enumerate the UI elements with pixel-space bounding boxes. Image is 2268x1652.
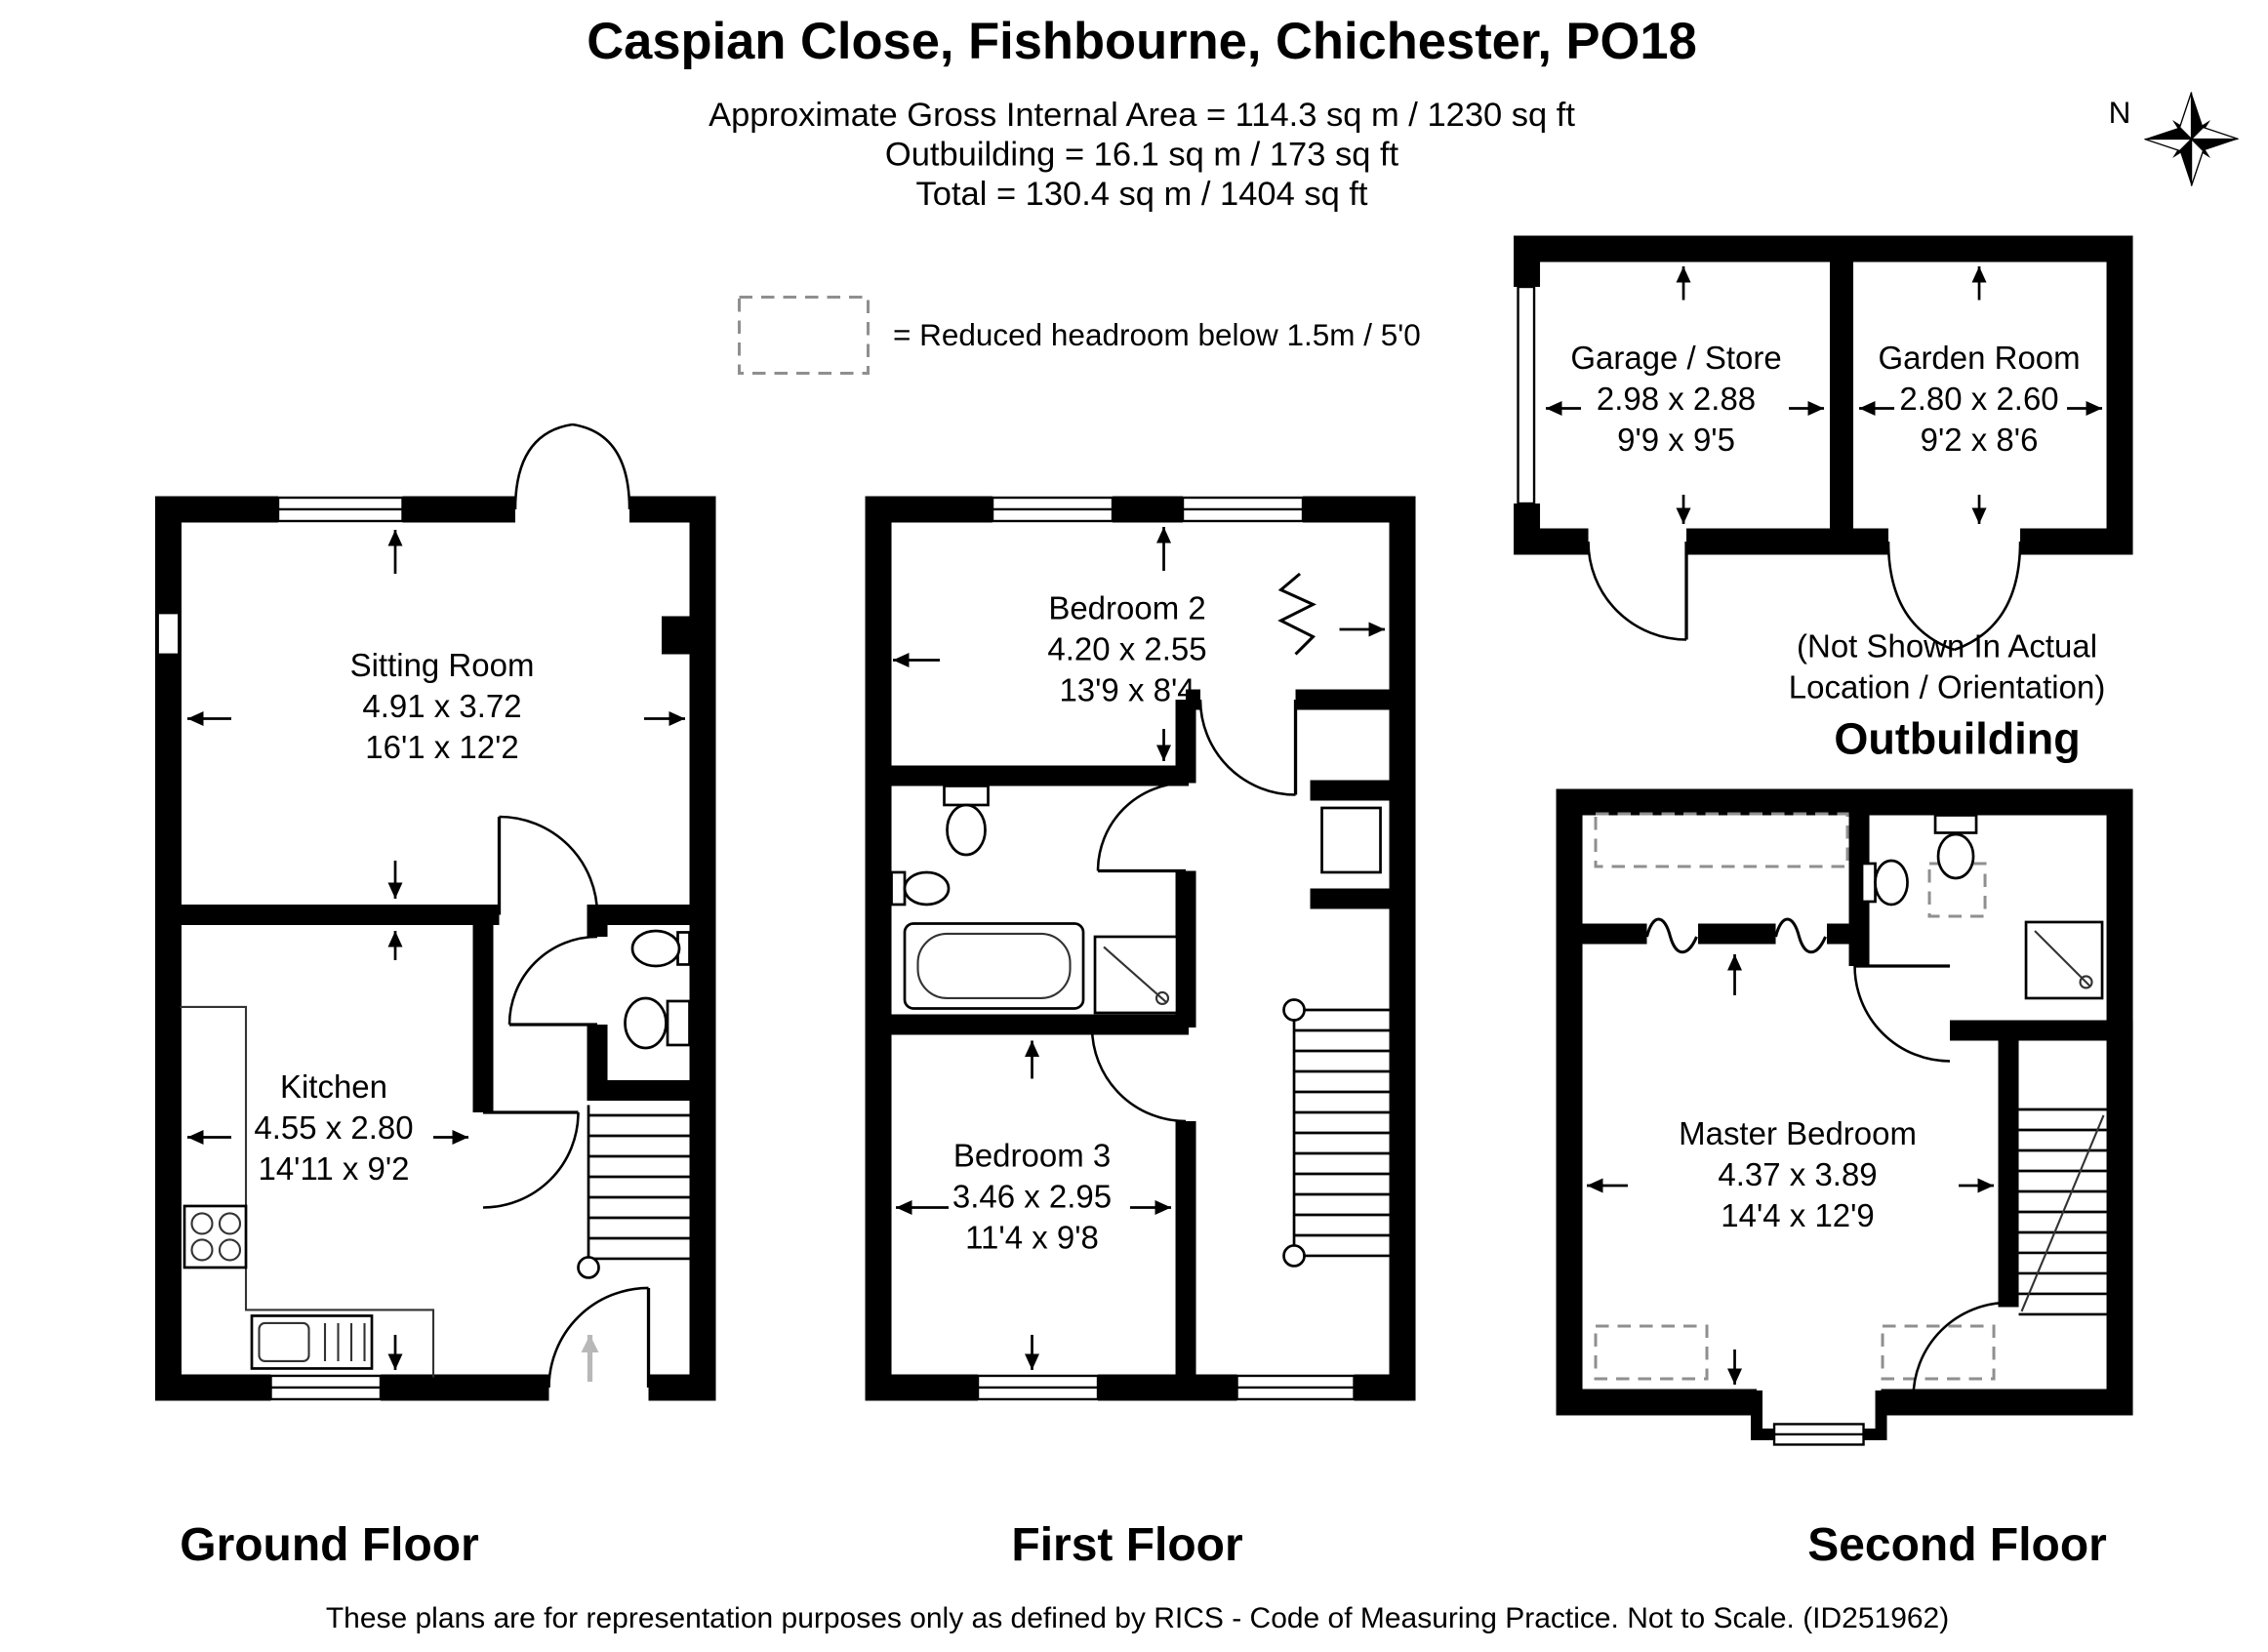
- room-size-metric: 4.37 x 3.89: [1718, 1156, 1877, 1192]
- bathtub-icon: [903, 922, 1085, 1010]
- window: [1181, 496, 1305, 523]
- room-size-metric: 4.20 x 2.55: [1047, 630, 1206, 666]
- door: [1198, 699, 1298, 796]
- door: [483, 1110, 580, 1209]
- shower-icon: [2024, 920, 2104, 1000]
- window: [269, 1374, 383, 1401]
- door: [1090, 1026, 1187, 1123]
- door: [1096, 782, 1187, 873]
- wall-break-line: [1277, 572, 1317, 656]
- ground-floor-plan: Sitting Room 4.91 x 3.72 16'1 x 12'2 Kit…: [155, 423, 716, 1571]
- reduced-headroom-area: [1594, 1324, 1709, 1381]
- room-size-metric: 2.98 x 2.88: [1597, 381, 1756, 417]
- door: [497, 815, 599, 915]
- room-name: Garden Room: [1878, 340, 2080, 376]
- toilet-icon: [624, 996, 691, 1050]
- exterior-walls: [865, 496, 1416, 1401]
- hob-icon: [182, 1204, 248, 1269]
- reduced-headroom-area: [1594, 812, 1849, 868]
- window: [991, 496, 1114, 523]
- window: [1235, 1374, 1356, 1401]
- basin-icon: [630, 929, 691, 968]
- room-size-imperial: 9'2 x 8'6: [1921, 422, 2039, 458]
- exterior-walls: [1514, 235, 2133, 555]
- floor-label: Second Floor: [1807, 1519, 2107, 1571]
- wall-recess: [157, 612, 180, 656]
- door: [1912, 1301, 2009, 1400]
- front-door: [547, 1286, 651, 1388]
- interior-walls: [1569, 801, 2133, 1308]
- disclaimer-text: These plans are for representation purpo…: [326, 1602, 1949, 1634]
- second-floor-plan: Master Bedroom 4.37 x 3.89 14'4 x 12'9 S…: [1556, 788, 2133, 1571]
- room-size-imperial: 13'9 x 8'4: [1059, 671, 1195, 707]
- basin-icon: [890, 870, 951, 907]
- bay-window: [1751, 1390, 1887, 1446]
- exterior-walls: [1556, 788, 2133, 1416]
- outbuilding-area-text: Outbuilding = 16.1 sq m / 173 sq ft: [885, 136, 1399, 173]
- outbuilding-note: Location / Orientation): [1789, 668, 2106, 705]
- legend-text: = Reduced headroom below 1.5m / 5'0: [893, 317, 1421, 352]
- total-area-text: Total = 130.4 sq m / 1404 sq ft: [916, 176, 1368, 213]
- outbuilding-plan: Garage / Store 2.98 x 2.88 9'9 x 9'5 Gar…: [1514, 235, 2133, 763]
- room-size-imperial: 11'4 x 9'8: [965, 1219, 1099, 1255]
- basin-icon: [1860, 859, 1909, 907]
- compass-rose-icon: [2144, 92, 2239, 186]
- north-label: N: [2109, 95, 2131, 130]
- room-size-imperial: 14'11 x 9'2: [258, 1150, 409, 1187]
- shower-icon: [1093, 935, 1179, 1015]
- wall-pier: [662, 616, 692, 655]
- room-name: Bedroom 2: [1048, 589, 1205, 625]
- room-size-metric: 2.80 x 2.60: [1899, 381, 2058, 417]
- toilet-icon: [1933, 814, 1978, 880]
- floor-label: Ground Floor: [180, 1519, 479, 1571]
- stairs: [2018, 1108, 2107, 1316]
- page-title: Caspian Close, Fishbourne, Chichester, P…: [587, 13, 1697, 70]
- interior-walls: [168, 904, 704, 1112]
- cylinder-cupboard: [1320, 806, 1382, 874]
- legend: = Reduced headroom below 1.5m / 5'0: [738, 295, 1421, 375]
- door: [507, 935, 598, 1027]
- door: [1587, 541, 1688, 641]
- interior-walls: [878, 689, 1403, 1388]
- window: [276, 496, 404, 523]
- garage-door: [1517, 285, 1536, 505]
- first-floor-plan: Bedroom 2 4.20 x 2.55 13'9 x 8'4 Bedroom…: [865, 496, 1416, 1571]
- reduced-headroom-area: [1881, 1324, 1996, 1381]
- room-size-metric: 4.55 x 2.80: [254, 1109, 413, 1146]
- room-name: Bedroom 3: [953, 1137, 1111, 1173]
- kitchen-counter: [180, 1005, 435, 1378]
- header: Caspian Close, Fishbourne, Chichester, P…: [587, 13, 1697, 213]
- door: [1853, 964, 1951, 1063]
- room-size-metric: 4.91 x 3.72: [362, 688, 521, 724]
- room-name: Sitting Room: [350, 647, 535, 683]
- french-doors: [1886, 541, 2022, 652]
- wall-break-line: [1645, 917, 1827, 954]
- stairs: [577, 1105, 690, 1279]
- room-size-metric: 3.46 x 2.95: [952, 1178, 1112, 1214]
- room-name: Garage / Store: [1570, 340, 1781, 376]
- stairs: [1282, 998, 1390, 1268]
- room-size-imperial: 14'4 x 12'9: [1721, 1197, 1874, 1233]
- room-name: Master Bedroom: [1679, 1115, 1917, 1151]
- room-name: Kitchen: [280, 1068, 387, 1105]
- outbuilding-title: Outbuilding: [1834, 713, 2080, 763]
- compass: N: [2109, 92, 2239, 186]
- window: [976, 1374, 1100, 1401]
- reduced-headroom-swatch: [738, 295, 871, 375]
- outbuilding-note: (Not Shown In Actual: [1797, 627, 2097, 664]
- floor-label: First Floor: [1011, 1519, 1242, 1571]
- gross-area-text: Approximate Gross Internal Area = 114.3 …: [709, 97, 1575, 134]
- room-size-imperial: 9'9 x 9'5: [1617, 422, 1735, 458]
- toilet-icon: [943, 785, 990, 857]
- french-doors: [513, 423, 631, 509]
- sink-icon: [250, 1314, 374, 1370]
- room-size-imperial: 16'1 x 12'2: [365, 729, 518, 765]
- exterior-walls: [155, 496, 716, 1401]
